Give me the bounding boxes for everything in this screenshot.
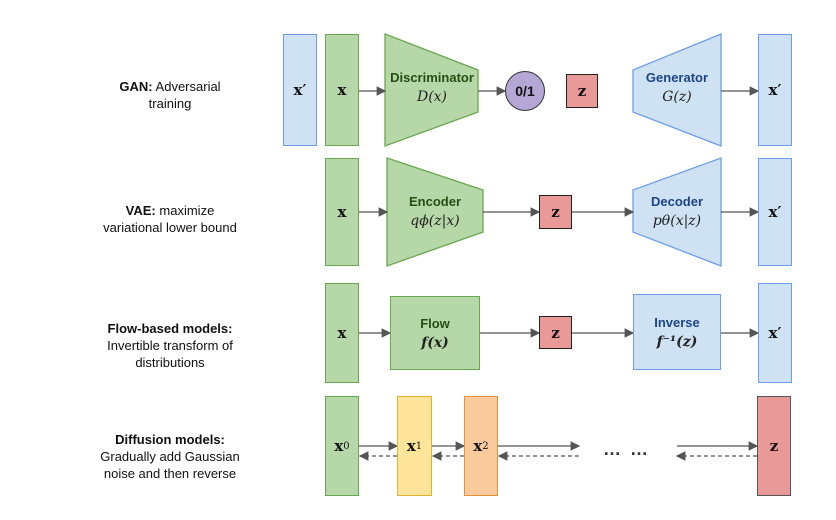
flow-z-text: z: [551, 323, 560, 342]
flow-x-prime-output-box: x′: [758, 283, 792, 383]
inverse-box: Inverse f⁻¹(z): [633, 294, 721, 370]
flow-title: Flow-based models:: [107, 321, 233, 336]
flow-x-input-text: x: [337, 324, 347, 342]
flow-box: Flow f(x): [390, 296, 480, 370]
gan-z-text: z: [577, 82, 587, 100]
gan-x-prime-input-box: x′: [283, 34, 317, 146]
diffusion-x0-sub: 0: [343, 440, 350, 452]
diffusion-desc-line-2: noise and then reverse: [103, 466, 237, 481]
discriminator-shape: [384, 33, 479, 147]
vae-x-input-text: x: [337, 203, 347, 221]
vae-z-text: z: [551, 203, 560, 221]
flow-x-prime-output-text: x′: [768, 324, 782, 342]
flow-fn: f(x): [421, 334, 449, 351]
decoder-label: Decoder pθ(x|z): [612, 194, 742, 229]
generator-shape: [632, 33, 722, 147]
diffusion-x1-text: x: [406, 437, 416, 455]
gan-title: GAN:: [119, 79, 153, 94]
decoder-fn: pθ(x|z): [652, 213, 702, 229]
discriminator-label: Discriminator D(x): [367, 70, 497, 105]
flow-desc-line-2: distributions: [135, 355, 205, 370]
gan-desc-line-2: training: [148, 96, 192, 111]
gan-z-box: z: [566, 74, 598, 108]
gan-output-node: 0/1: [505, 71, 545, 111]
encoder-name: Encoder: [408, 194, 461, 209]
encoder-label: Encoder qϕ(z|x): [370, 194, 500, 229]
diffusion-x0-text: x: [334, 437, 344, 455]
gan-x-prime-input-text: x′: [293, 81, 307, 99]
encoder-fn: qϕ(z|x): [410, 213, 460, 229]
vae-x-input-box: x: [325, 158, 359, 266]
discriminator-name: Discriminator: [390, 70, 474, 85]
gan-x-input-text: x: [337, 81, 347, 99]
diffusion-x2-sub: 2: [482, 440, 489, 452]
encoder-shape: [386, 157, 484, 267]
gan-x-input-box: x: [325, 34, 359, 146]
decoder-name: Decoder: [650, 194, 704, 209]
gan-output-text: 0/1: [515, 83, 535, 99]
vae-desc-line-2: variational lower bound: [103, 220, 237, 235]
flow-desc-line-1: Invertible transform of: [107, 338, 233, 353]
gan-row-label: GAN: Adversarial training: [95, 78, 245, 112]
flow-x-input-box: x: [325, 283, 359, 383]
diffusion-desc-line-1: Gradually add Gaussian: [100, 449, 240, 464]
gan-x-prime-output-text: x′: [768, 81, 782, 99]
inverse-fn: f⁻¹(z): [656, 333, 698, 350]
diffusion-x1-sub: 1: [415, 440, 423, 452]
flow-row-label: Flow-based models: Invertible transform …: [90, 320, 250, 371]
inverse-name: Inverse: [654, 314, 700, 330]
diffusion-x2-text: x: [473, 437, 483, 455]
diffusion-title: Diffusion models:: [115, 432, 225, 447]
flow-z-box: z: [539, 316, 572, 349]
discriminator-fn: D(x): [416, 89, 448, 105]
diffusion-ellipsis: … …: [603, 439, 651, 459]
vae-x-prime-output-box: x′: [758, 158, 792, 266]
decoder-shape: [632, 157, 722, 267]
flow-name: Flow: [420, 315, 450, 331]
diffusion-row-label: Diffusion models: Gradually add Gaussian…: [90, 431, 250, 482]
vae-z-box: z: [539, 195, 572, 229]
vae-desc-line-1: maximize: [159, 203, 215, 218]
gan-x-prime-output-box: x′: [758, 34, 792, 146]
generator-fn: G(z): [662, 89, 692, 105]
diffusion-z-box: z: [757, 396, 791, 496]
diffusion-z-text: z: [769, 437, 779, 455]
generator-name: Generator: [645, 70, 709, 85]
vae-row-label: VAE: maximize variational lower bound: [90, 202, 250, 236]
vae-x-prime-output-text: x′: [768, 203, 782, 221]
generator-label: Generator G(z): [612, 70, 742, 105]
vae-title: VAE:: [125, 203, 156, 218]
gan-desc-line-1: Adversarial: [155, 79, 221, 94]
